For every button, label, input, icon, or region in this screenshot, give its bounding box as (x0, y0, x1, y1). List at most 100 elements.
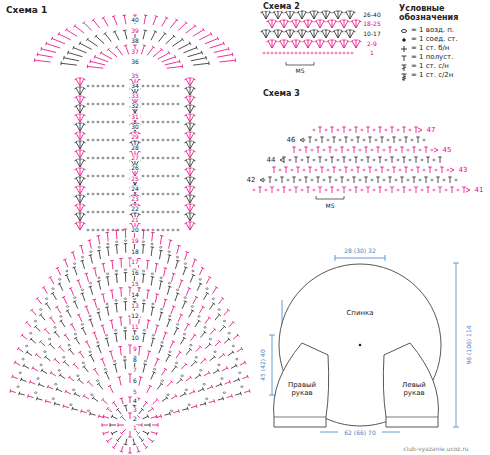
stitch-top (179, 60, 181, 64)
stitch-top (82, 195, 85, 197)
row-number: 20 (130, 227, 140, 233)
stitch-top (151, 246, 155, 247)
chain-stitch (157, 103, 159, 105)
stitch (102, 359, 105, 366)
stitch-top (93, 368, 96, 370)
chain-stitch (117, 103, 119, 105)
stitch (151, 432, 157, 434)
stitch (242, 377, 247, 379)
stitch-top (89, 286, 92, 288)
stitch-top (352, 30, 355, 32)
chain-stitch (221, 378, 223, 380)
chain-stitch (399, 169, 401, 171)
stitch-top (284, 167, 288, 168)
chain-stitch (63, 357, 65, 359)
stitch-top (282, 20, 286, 21)
stitch (414, 177, 415, 183)
stitch-top (380, 167, 384, 168)
stitch (133, 439, 134, 445)
stitch-top (59, 373, 61, 376)
stitch-top (63, 259, 66, 260)
stitch-top (368, 167, 372, 168)
stitch-top (108, 385, 111, 387)
stitch-top (294, 187, 298, 188)
stitch-top (82, 105, 85, 107)
stitch (416, 187, 417, 193)
stitch (180, 338, 184, 344)
chain-stitch (397, 129, 399, 131)
stitch-top (104, 32, 107, 34)
stitch-top (82, 21, 84, 24)
stitch (166, 355, 170, 362)
chain-stitch (287, 52, 289, 54)
stitch-top (304, 11, 307, 13)
stitch (159, 281, 161, 289)
stitch-top (184, 301, 187, 302)
chain-stitch (104, 368, 106, 370)
stitch (272, 21, 276, 28)
stitch (197, 284, 201, 291)
chain-stitch (92, 193, 94, 195)
stitch-top (172, 273, 175, 275)
chain-stitch (102, 103, 104, 105)
stitch (270, 177, 271, 183)
stitch-top (192, 213, 195, 215)
stitch-top (188, 150, 192, 151)
chain-stitch (117, 121, 119, 123)
stitch (366, 147, 367, 153)
stitch-top (318, 127, 322, 128)
chain-stitch (311, 52, 313, 54)
stitch (114, 402, 118, 407)
stitch-top (149, 385, 152, 387)
chain-stitch (349, 189, 351, 191)
stitch (103, 416, 109, 418)
stitch (143, 402, 147, 407)
stitch-top (101, 324, 104, 326)
stitch-top (296, 167, 300, 168)
stitch (98, 236, 99, 245)
stitch (117, 47, 123, 55)
stitch-top (137, 141, 140, 143)
stitch (76, 178, 80, 185)
stitch-top (440, 167, 444, 168)
stitch-top (416, 137, 420, 138)
stitch-top (223, 353, 225, 356)
chain-stitch (112, 157, 114, 159)
stitch-top (112, 447, 115, 449)
chain-stitch (106, 303, 108, 305)
stitch (139, 436, 143, 441)
chain-stitch (152, 103, 154, 105)
chain-stitch (198, 316, 200, 318)
stitch (142, 274, 144, 283)
chain-stitch (431, 179, 433, 181)
schema-3-stitches (253, 127, 470, 199)
stitch-top (98, 414, 100, 417)
stitch-top (211, 385, 213, 388)
stitch-top (73, 46, 74, 49)
node-label: Правый рукав (280, 381, 324, 397)
stitch (380, 187, 381, 193)
stitch-top (392, 137, 396, 138)
stitch-top (85, 306, 88, 307)
stitch (45, 357, 50, 361)
stitch-top (274, 20, 277, 22)
stitch-top (228, 47, 230, 50)
dimension-label: 28 (30) 32 (343, 248, 376, 254)
stitch (332, 41, 336, 48)
stitch (450, 177, 451, 183)
stitch (334, 31, 338, 38)
stitch-top (438, 157, 442, 158)
stitch-top (176, 293, 179, 294)
stitch (428, 157, 429, 163)
stitch (213, 370, 218, 373)
chain-stitch (177, 193, 179, 195)
stitch-top (168, 286, 171, 288)
chain-stitch (445, 189, 447, 191)
stitch (151, 338, 153, 346)
stitch-top (212, 303, 215, 305)
stitch (50, 344, 55, 349)
stitch-top (177, 245, 180, 247)
stitch-top (194, 24, 196, 27)
chain-stitch (176, 324, 178, 326)
row-number: 26 (130, 165, 140, 171)
